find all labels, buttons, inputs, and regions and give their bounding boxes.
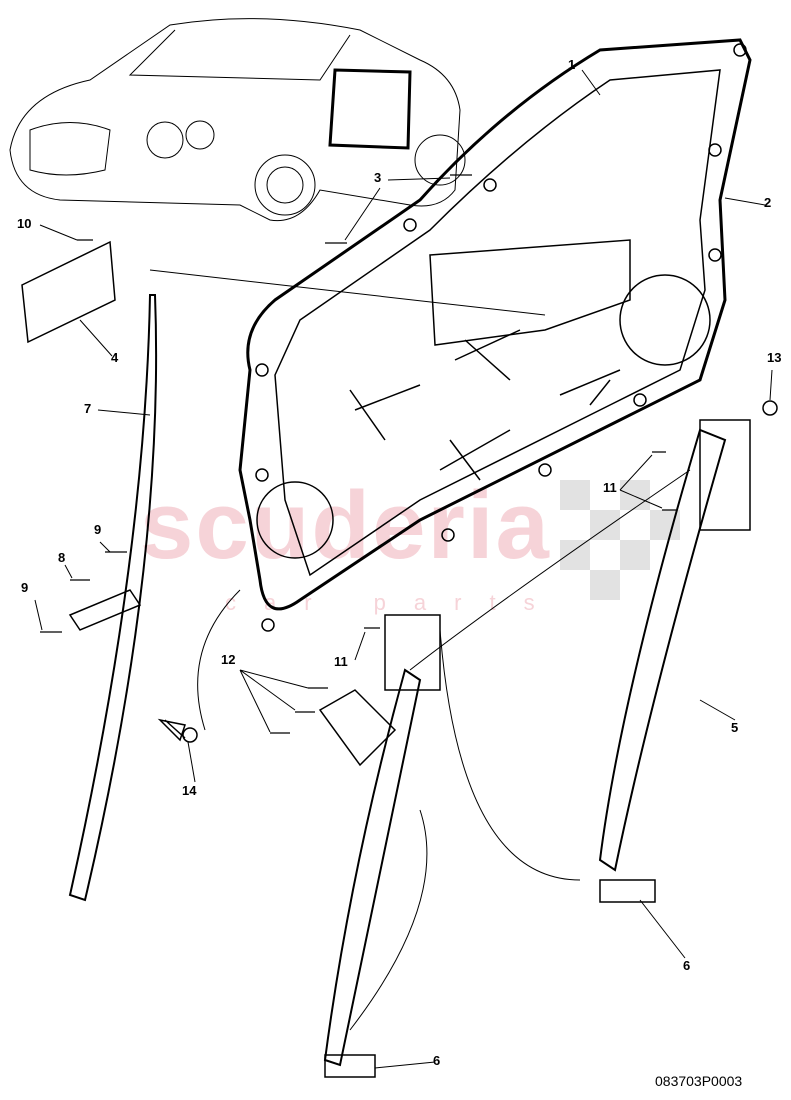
bracket-8 bbox=[68, 589, 142, 631]
callout-3: 3 bbox=[374, 170, 382, 185]
connector-6-lower bbox=[324, 1054, 376, 1078]
callout-2: 2 bbox=[764, 195, 772, 210]
screws bbox=[40, 174, 676, 734]
callout-13: 13 bbox=[767, 350, 782, 365]
grommet-13 bbox=[762, 400, 778, 416]
callout-8: 8 bbox=[58, 550, 66, 565]
drawing-code: 083703P0003 bbox=[655, 1073, 743, 1089]
car-illustration bbox=[9, 18, 466, 222]
callout-10: 10 bbox=[17, 216, 32, 231]
cable-14 bbox=[157, 718, 186, 742]
callout-6: 6 bbox=[683, 958, 691, 973]
window-guide-7 bbox=[68, 294, 158, 902]
connector-6-upper bbox=[599, 879, 656, 903]
watermark-text: scuderia bbox=[140, 472, 551, 579]
callout-11: 11 bbox=[603, 480, 617, 495]
regulator-mount-front bbox=[384, 614, 441, 691]
callout-11b: 11 bbox=[334, 654, 348, 669]
window-regulator-5 bbox=[598, 428, 727, 872]
checker-flag-watermark bbox=[560, 480, 680, 600]
leader-lines bbox=[34, 69, 773, 1069]
callout-6b: 6 bbox=[433, 1053, 441, 1068]
callout-9: 9 bbox=[94, 522, 102, 537]
callout-12: 12 bbox=[221, 652, 236, 667]
callout-4: 4 bbox=[111, 350, 119, 365]
window-regulator-front bbox=[323, 668, 422, 1067]
callout-5: 5 bbox=[731, 720, 739, 735]
regulator-motor-mount bbox=[699, 419, 751, 531]
callout-9b: 9 bbox=[21, 580, 29, 595]
callout-7: 7 bbox=[84, 401, 92, 416]
door-panel-1 bbox=[149, 38, 752, 632]
motor-12 bbox=[318, 689, 397, 767]
callout-1: 1 bbox=[568, 57, 576, 72]
cover-plate-4 bbox=[21, 240, 116, 344]
callout-14: 14 bbox=[182, 783, 197, 798]
